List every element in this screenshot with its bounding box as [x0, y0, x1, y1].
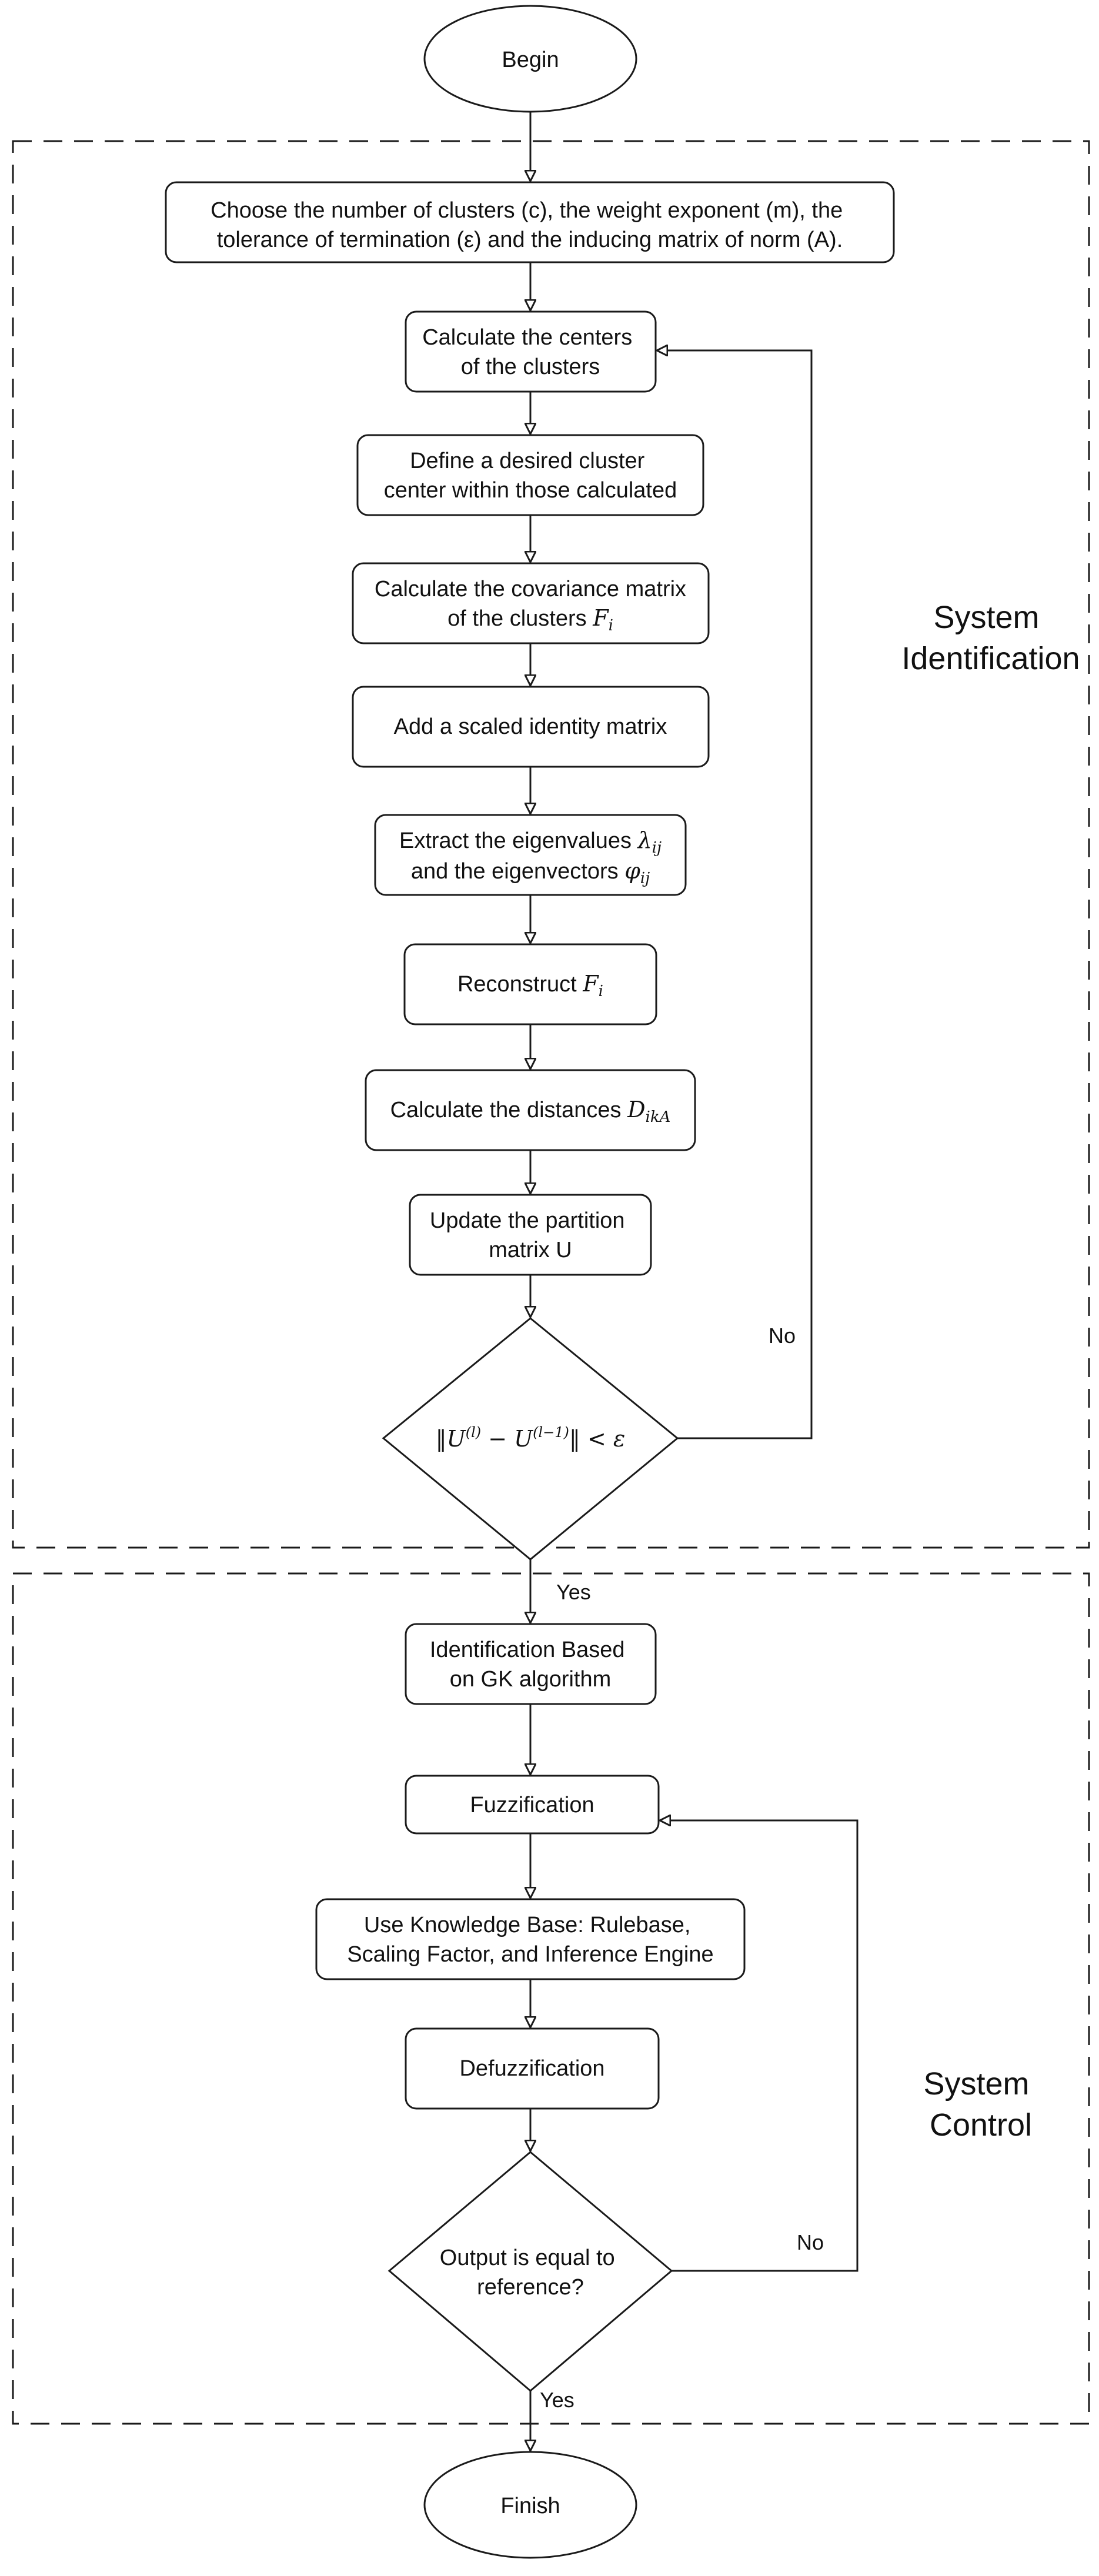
svg-text:Use Knowledge Base: Rulebase,: Use Knowledge Base: Rulebase, Scaling Fa… — [347, 1913, 713, 1967]
svg-text:Finish: Finish — [500, 2494, 560, 2518]
svg-text:Extract the eigenvalues λij: Extract the eigenvalues λij — [399, 827, 662, 857]
extract-eigen-step: Extract the eigenvalues λij and the eige… — [374, 814, 687, 896]
svg-text:Output is equal to refer: Output is equal to reference? — [440, 2246, 621, 2300]
define-desired-cluster-step: Define a desired cluster center within t… — [356, 434, 704, 516]
calculate-distances-step: Calculate the distances DikA — [365, 1069, 696, 1151]
convergence-decision: ‖U(l) − U(l−1)‖ < ε — [382, 1317, 679, 1561]
svg-text:Begin: Begin — [502, 48, 559, 72]
edge-label-no-2: No — [797, 2230, 824, 2254]
system-control-group — [12, 1572, 1090, 2425]
defuzzification-step: Defuzzification — [405, 2027, 660, 2110]
svg-text:Reconstruct Fi: Reconstruct Fi — [457, 971, 603, 1000]
knowledge-base-step: Use Knowledge Base: Rulebase, Scaling Fa… — [315, 1898, 746, 1980]
choose-parameters-step: Choose the number of clusters (c), the w… — [165, 181, 895, 263]
identification-gk-step: Identification Based on GK algorithm — [405, 1623, 657, 1705]
fuzzification-step: Fuzzification — [405, 1775, 660, 1835]
finish-node: Finish — [423, 2451, 637, 2559]
system-identification-group — [12, 140, 1090, 1549]
svg-text:Identification Based on: Identification Based on GK algorithm — [430, 1638, 631, 1692]
edge-label-no-1: No — [769, 1324, 796, 1348]
begin-node: Begin — [423, 5, 637, 113]
edge-decision2-no — [660, 1820, 859, 2272]
svg-text:Define a desired cluster: Define a desired cluster center within t… — [384, 449, 677, 503]
svg-text:and the eigenvectors φij: and the eigenvectors φij — [411, 858, 650, 887]
edge-label-yes-1: Yes — [556, 1580, 591, 1604]
svg-text:Defuzzification: Defuzzification — [459, 2056, 604, 2081]
svg-text:Calculate the distances DikA: Calculate the distances DikA — [390, 1097, 671, 1126]
svg-text:Update the partition mat: Update the partition matrix U — [430, 1208, 631, 1262]
system-identification-label: System Identification — [901, 600, 1080, 676]
svg-text:Add a scaled identity matrix: Add a scaled identity matrix — [394, 714, 667, 739]
covariance-matrix-step: Calculate the covariance matrix of the c… — [352, 562, 710, 644]
svg-text:Fuzzification: Fuzzification — [470, 1793, 594, 1817]
svg-text:‖U(l) − U(l−1)‖ < ε: ‖U(l) − U(l−1)‖ < ε — [436, 1424, 626, 1452]
svg-text:Calculate the centers of: Calculate the centers of the clusters — [422, 325, 639, 379]
scaled-identity-step: Add a scaled identity matrix — [352, 686, 710, 768]
svg-text:Choose the number of clusters: Choose the number of clusters (c), the w… — [211, 198, 849, 252]
edge-decision1-no — [657, 350, 813, 1439]
output-reference-decision: Output is equal to reference? — [388, 2151, 673, 2392]
edge-label-yes-2: Yes — [540, 2388, 574, 2412]
reconstruct-step: Reconstruct Fi — [403, 943, 657, 1025]
update-partition-step: Update the partition matrix U — [409, 1194, 652, 1276]
svg-text:of the clusters Fi: of the clusters Fi — [447, 605, 613, 634]
system-control-label: System Control — [923, 2066, 1038, 2143]
calculate-centers-step: Calculate the centers of the clusters — [405, 310, 657, 393]
connectors — [530, 112, 859, 2451]
svg-text:Calculate the covariance matri: Calculate the covariance matrix — [375, 577, 686, 602]
